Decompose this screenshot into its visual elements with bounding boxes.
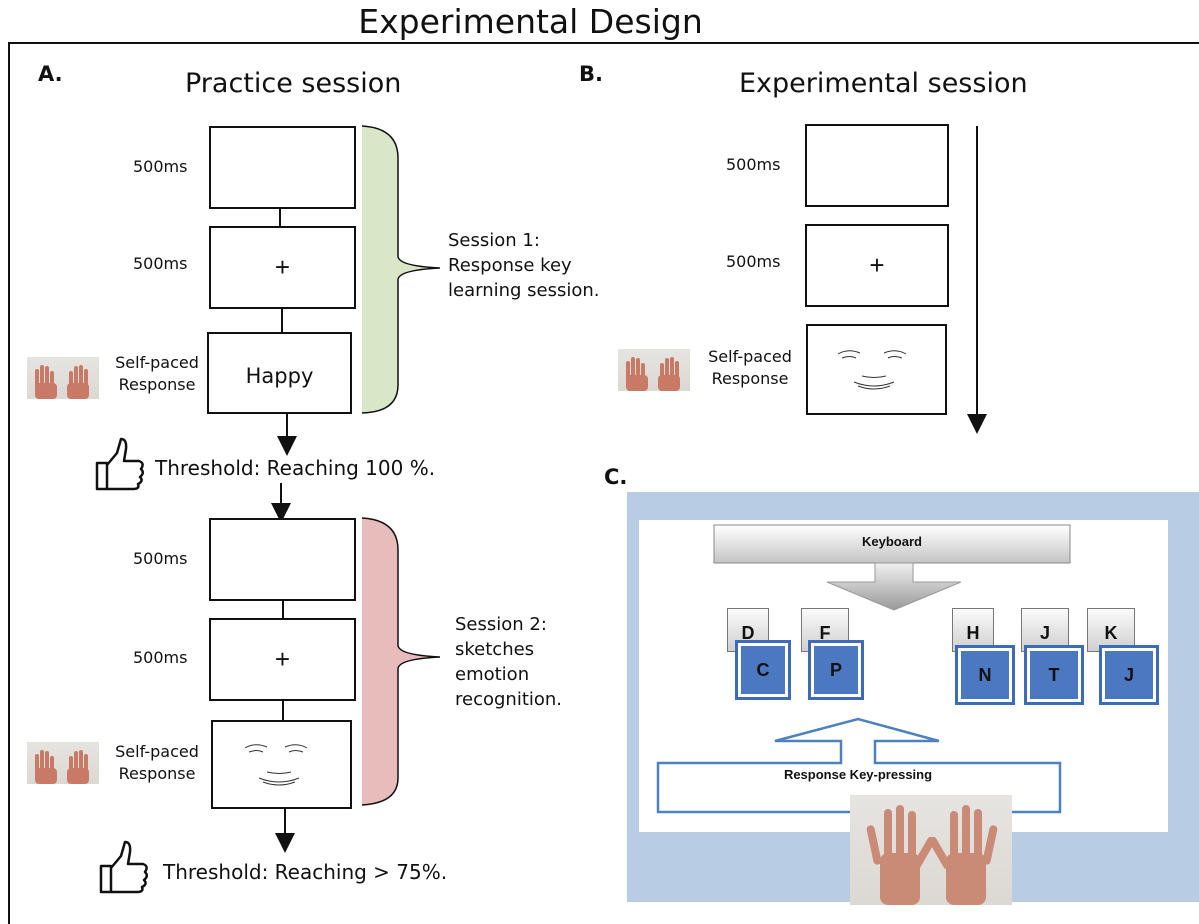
key-j: J <box>1021 608 1069 652</box>
key-k: K <box>1087 608 1135 652</box>
mapped-key-t: T <box>1024 645 1084 705</box>
word-stimulus-screen: Happy <box>207 332 352 414</box>
hands-icon <box>35 750 89 784</box>
face-sketch <box>244 744 308 786</box>
word-stimulus: Happy <box>245 364 314 388</box>
threshold-2: Threshold: Reaching > 75%. <box>163 860 448 884</box>
figure-frame <box>8 42 1199 924</box>
fixation-screen: + <box>805 224 949 307</box>
duration-label: 500ms <box>133 648 188 667</box>
hands-icon <box>626 357 680 391</box>
response-label: Self-paced Response <box>112 352 202 396</box>
note-line: emotion <box>455 664 530 685</box>
note-line: recognition. <box>455 689 563 710</box>
response-up-arrow <box>656 717 1062 814</box>
panel-b-heading: Experimental session <box>739 68 1028 99</box>
response-label-line: Response <box>118 764 196 783</box>
duration-label: 500ms <box>133 157 188 176</box>
duration-label: 500ms <box>726 252 781 271</box>
response-label-line: Self-paced <box>115 742 199 761</box>
face-sketch-screen <box>211 720 352 809</box>
session1-note: Session 1: Response key learning session… <box>448 228 600 303</box>
panel-c-letter: C. <box>604 465 628 489</box>
mapped-key-p: P <box>808 640 864 700</box>
duration-label: 500ms <box>133 549 188 568</box>
hands-photo <box>27 357 99 399</box>
hands-icon <box>866 805 998 905</box>
duration-label: 500ms <box>133 254 188 273</box>
note-line: Response key <box>448 255 572 276</box>
hands-photo <box>27 742 99 784</box>
keyboard-banner <box>713 524 1071 564</box>
blank-screen <box>805 124 949 207</box>
panel-b-letter: B. <box>579 62 603 86</box>
keyboard-label: Keyboard <box>862 534 922 549</box>
blank-screen <box>209 126 356 209</box>
key-h: H <box>952 608 994 652</box>
response-label: Self-paced Response <box>112 741 202 785</box>
note-line: Session 2: <box>455 614 547 635</box>
face-sketch <box>837 350 907 390</box>
session2-note: Session 2: sketches emotion recognition. <box>455 612 562 712</box>
fixation-cross: + <box>869 250 885 280</box>
session1-bracket <box>361 125 441 414</box>
response-label-c: Response Key-pressing <box>783 767 933 782</box>
fixation-screen: + <box>209 618 356 701</box>
session2-bracket <box>361 517 441 806</box>
fixation-screen: + <box>209 226 356 309</box>
threshold-1: Threshold: Reaching 100 %. <box>155 456 436 480</box>
mapped-key-n: N <box>955 645 1015 705</box>
note-line: Session 1: <box>448 230 540 251</box>
note-line: sketches <box>455 639 535 660</box>
panel-a-heading: Practice session <box>185 68 402 99</box>
thumbs-up-icon <box>91 433 149 493</box>
keyboard-diagram <box>656 524 1071 814</box>
thumbs-up-icon <box>95 836 153 896</box>
figure-title: Experimental Design <box>358 2 703 41</box>
hands-photo <box>618 349 690 391</box>
hands-photo-large <box>850 795 1012 905</box>
fixation-cross: + <box>274 644 291 674</box>
fixation-cross: + <box>274 252 291 282</box>
mapped-key-c: C <box>735 640 791 700</box>
hands-icon <box>35 365 89 399</box>
panel-a-letter: A. <box>38 62 63 86</box>
face-sketch-screen <box>806 324 947 415</box>
response-label-line: Response <box>711 369 789 388</box>
response-label-line: Response <box>118 375 196 394</box>
note-line: learning session. <box>448 280 600 301</box>
response-label-line: Self-paced <box>708 347 792 366</box>
response-label-line: Self-paced <box>115 353 199 372</box>
mapped-key-j: J <box>1099 645 1159 705</box>
response-label: Self-paced Response <box>704 346 796 390</box>
duration-label: 500ms <box>726 155 781 174</box>
blank-screen <box>209 518 356 601</box>
keyboard-down-arrow <box>826 562 962 611</box>
